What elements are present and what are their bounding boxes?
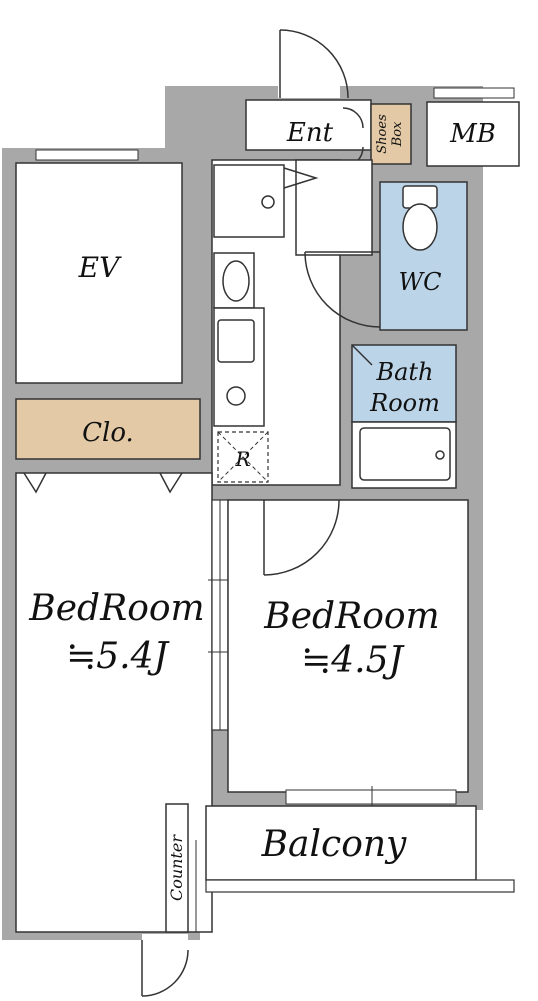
bedroom-right-window — [285, 789, 457, 805]
toilet-door[interactable] — [304, 251, 381, 328]
meter-box — [426, 101, 520, 167]
meter-box-label: MB — [449, 119, 496, 149]
toilet-label: WC — [398, 268, 441, 296]
shoes-box — [370, 103, 412, 165]
wash-basin — [213, 252, 255, 309]
elevator — [15, 162, 183, 384]
closet — [15, 398, 201, 460]
bedroom-left-size: ≒5.4J — [66, 636, 170, 677]
closet-door-right — [159, 472, 183, 494]
bath-label-2: Room — [369, 389, 440, 417]
bath-label-1: Bath — [375, 358, 433, 386]
meter-box-window — [433, 87, 515, 99]
refrigerator-cross — [217, 431, 269, 483]
entrance-area — [245, 99, 372, 151]
kitchen-counter — [213, 307, 265, 427]
closet-door-left — [23, 472, 47, 494]
elevator-label: EV — [78, 251, 122, 284]
bedroom-left-name: BedRoom — [28, 588, 204, 629]
closet-label: Clo. — [82, 418, 134, 448]
refrigerator-label: R — [234, 447, 250, 471]
bottom-door[interactable] — [141, 934, 189, 997]
bedroom-right-size: ≒4.5J — [301, 640, 405, 681]
bath-door-swing — [351, 344, 373, 366]
toilet-bowl — [402, 185, 438, 251]
bedroom-right — [227, 499, 469, 793]
bedroom-right-name: BedRoom — [263, 596, 439, 637]
balcony-rail — [205, 879, 515, 893]
counter-label: Counter — [167, 834, 186, 901]
hall-entry — [295, 159, 373, 256]
bathroom — [351, 344, 457, 423]
entrance-label: Ent — [286, 118, 334, 148]
counter — [165, 803, 189, 933]
balcony — [205, 805, 477, 881]
entrance-door[interactable] — [278, 29, 349, 99]
bedroom-right-door[interactable] — [263, 499, 340, 576]
shoes-box-label-2: Box — [390, 121, 405, 147]
washing-machine-pan — [213, 164, 319, 238]
bathtub — [359, 427, 451, 481]
elevator-window — [35, 149, 139, 161]
entrance-inner-door-arc — [342, 107, 364, 129]
balcony-label: Balcony — [261, 824, 407, 865]
shoes-box-label-1: Shoes — [375, 114, 390, 154]
